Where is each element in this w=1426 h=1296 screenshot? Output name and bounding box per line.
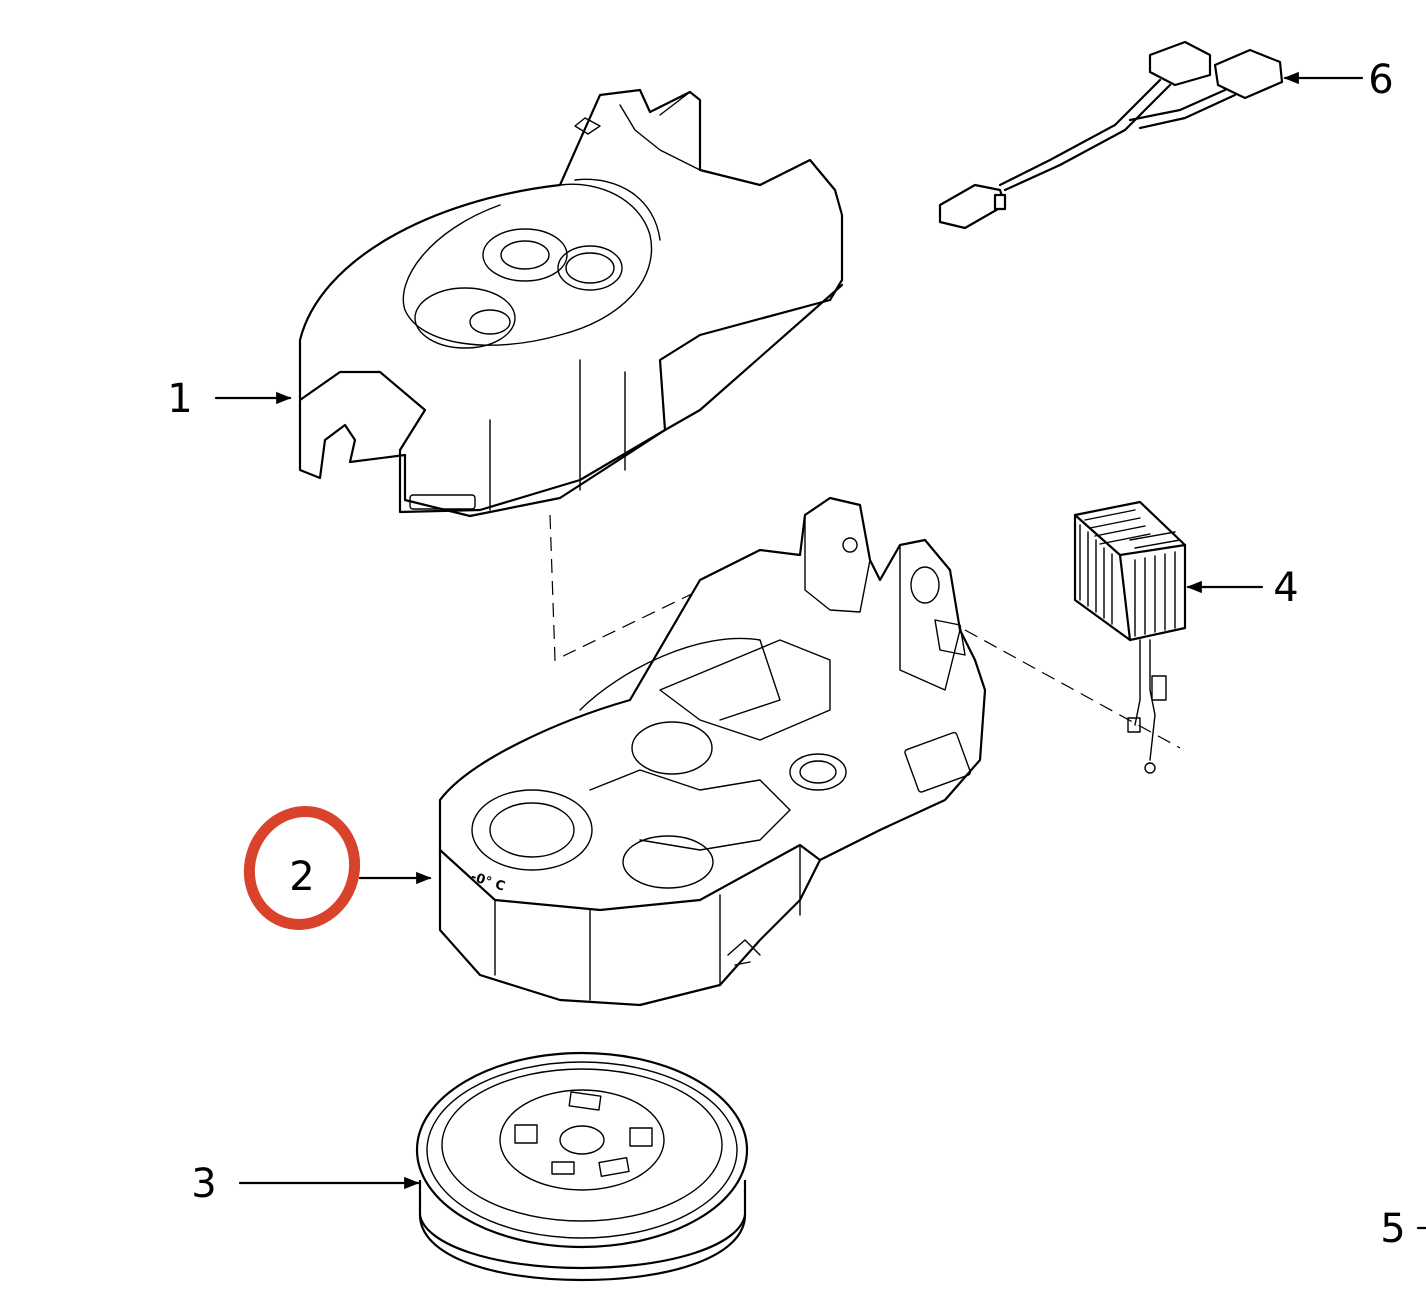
part-6-wiring-harness — [938, 40, 1284, 230]
highlight-ring — [243, 806, 361, 930]
alignment-line-base-module — [964, 629, 1181, 749]
part-2-base-housing: -0° C — [438, 496, 987, 1007]
leader-lines — [214, 71, 1426, 1230]
part-4-electronic-module — [1073, 500, 1187, 774]
callout-4: 4 — [1273, 565, 1298, 611]
part-1-top-cover — [298, 88, 844, 518]
part-3-round-cap — [415, 1051, 749, 1282]
callout-3: 3 — [191, 1161, 216, 1207]
callout-2: 2 — [289, 854, 314, 900]
callout-6: 6 — [1368, 57, 1393, 103]
alignment-line-cover-base — [549, 514, 701, 661]
callout-5: 5 — [1380, 1206, 1405, 1252]
callout-1: 1 — [167, 376, 192, 422]
